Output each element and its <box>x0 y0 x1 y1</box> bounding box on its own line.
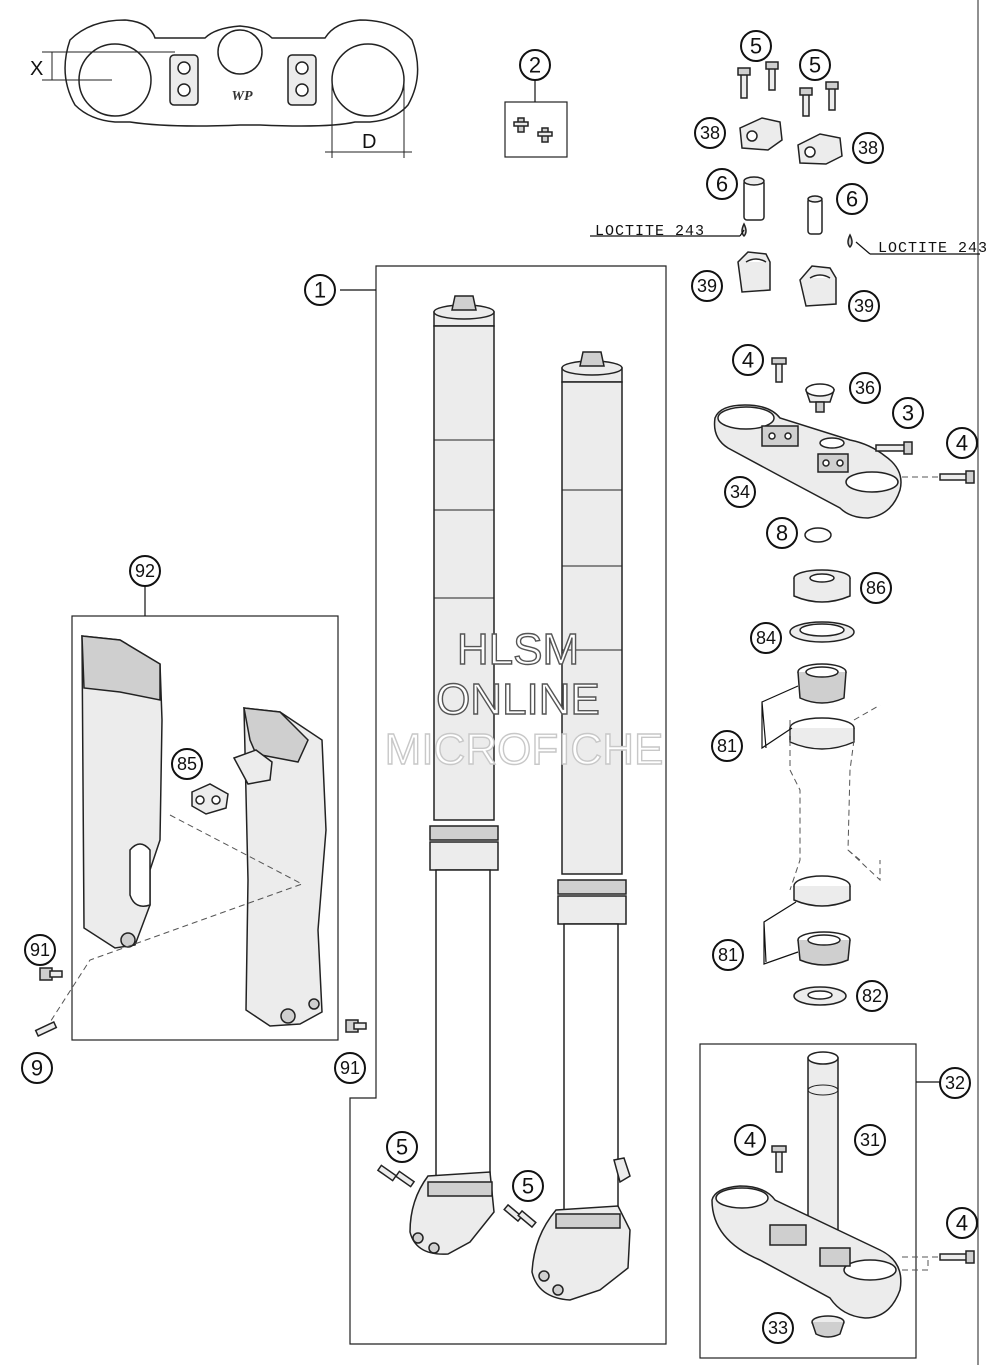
svg-text:36: 36 <box>855 378 875 398</box>
svg-text:4: 4 <box>744 1128 756 1153</box>
callout-34: 34 <box>724 476 756 508</box>
right-fork-leg <box>503 351 631 1301</box>
svg-text:5: 5 <box>809 53 821 78</box>
upper-triple-clamp <box>713 357 975 543</box>
svg-text:5: 5 <box>522 1174 534 1199</box>
left-fork-leg <box>376 295 499 1255</box>
callout-36: 36 <box>849 372 881 404</box>
callout-4d: 4 <box>946 1207 978 1239</box>
bleeder-screws <box>513 117 553 143</box>
svg-text:32: 32 <box>945 1073 965 1093</box>
svg-text:2: 2 <box>529 53 541 78</box>
loctite-note-left: LOCTITE 243 <box>595 223 705 240</box>
callout-4c: 4 <box>734 1124 766 1156</box>
callout-38b: 38 <box>852 132 884 164</box>
fork-assembly-box <box>349 265 667 1345</box>
svg-text:5: 5 <box>750 34 762 59</box>
callout-8: 8 <box>766 517 798 549</box>
svg-text:81: 81 <box>717 736 737 756</box>
callout-32: 32 <box>939 1067 971 1099</box>
callout-81b: 81 <box>712 939 744 971</box>
callout-5b: 5 <box>799 49 831 81</box>
watermark-line-1: HLSM <box>457 625 579 674</box>
callout-6a: 6 <box>706 168 738 200</box>
callout-38a: 38 <box>694 117 726 149</box>
svg-text:3: 3 <box>902 401 914 426</box>
callout-39b: 39 <box>848 290 880 322</box>
svg-text:4: 4 <box>742 348 754 373</box>
callout-92: 92 <box>129 555 161 587</box>
callout-1: 1 <box>304 274 336 306</box>
svg-text:86: 86 <box>866 578 886 598</box>
callout-39a: 39 <box>691 270 723 302</box>
fork-guards <box>34 635 367 1037</box>
svg-text:84: 84 <box>756 628 776 648</box>
callout-4a: 4 <box>732 344 764 376</box>
svg-text:85: 85 <box>177 754 197 774</box>
callout-81a: 81 <box>711 730 743 762</box>
callout-31: 31 <box>854 1124 886 1156</box>
svg-text:91: 91 <box>340 1058 360 1078</box>
callout-84: 84 <box>750 622 782 654</box>
svg-text:91: 91 <box>30 940 50 960</box>
callout-5c: 5 <box>386 1131 418 1163</box>
callout-85: 85 <box>171 748 203 780</box>
svg-text:39: 39 <box>854 296 874 316</box>
svg-text:33: 33 <box>768 1318 788 1338</box>
svg-text:39: 39 <box>697 276 717 296</box>
item-2-box <box>504 101 568 158</box>
watermark-line-2: ONLINE <box>436 675 600 724</box>
callout-91b: 91 <box>334 1052 366 1084</box>
svg-text:81: 81 <box>718 945 738 965</box>
fork-guard-box <box>71 615 339 1041</box>
svg-text:38: 38 <box>700 123 720 143</box>
wp-logo: WP <box>232 89 253 104</box>
svg-text:1: 1 <box>314 278 326 303</box>
svg-text:8: 8 <box>776 521 788 546</box>
svg-text:34: 34 <box>730 482 750 502</box>
callout-33: 33 <box>762 1312 794 1344</box>
callout-82: 82 <box>856 980 888 1012</box>
svg-text:5: 5 <box>396 1135 408 1160</box>
top-clamp-plan-view: WP X D <box>30 19 419 158</box>
dimension-x-label: X <box>30 58 43 80</box>
callout-2: 2 <box>519 49 551 81</box>
svg-text:92: 92 <box>135 561 155 581</box>
svg-text:82: 82 <box>862 986 882 1006</box>
svg-text:6: 6 <box>846 187 858 212</box>
callout-3: 3 <box>892 397 924 429</box>
lower-clamp-box <box>699 1043 917 1359</box>
steering-bearing-parts <box>789 569 881 1006</box>
callout-5a: 5 <box>740 30 772 62</box>
svg-text:6: 6 <box>716 172 728 197</box>
callout-91a: 91 <box>24 934 56 966</box>
svg-text:4: 4 <box>956 431 968 456</box>
loctite-note-right: LOCTITE 243 <box>878 240 988 257</box>
svg-text:38: 38 <box>858 138 878 158</box>
svg-text:4: 4 <box>956 1211 968 1236</box>
svg-text:9: 9 <box>31 1056 43 1081</box>
svg-text:31: 31 <box>860 1130 880 1150</box>
callout-6b: 6 <box>836 183 868 215</box>
dimension-d-label: D <box>362 131 376 153</box>
watermark-line-3: MICROFICHE <box>385 725 664 774</box>
handlebar-clamp-parts <box>737 61 853 307</box>
callout-86: 86 <box>860 572 892 604</box>
callout-9: 9 <box>21 1052 53 1084</box>
callout-4b: 4 <box>946 427 978 459</box>
lower-triple-clamp <box>711 1051 975 1338</box>
callout-5d: 5 <box>512 1170 544 1202</box>
